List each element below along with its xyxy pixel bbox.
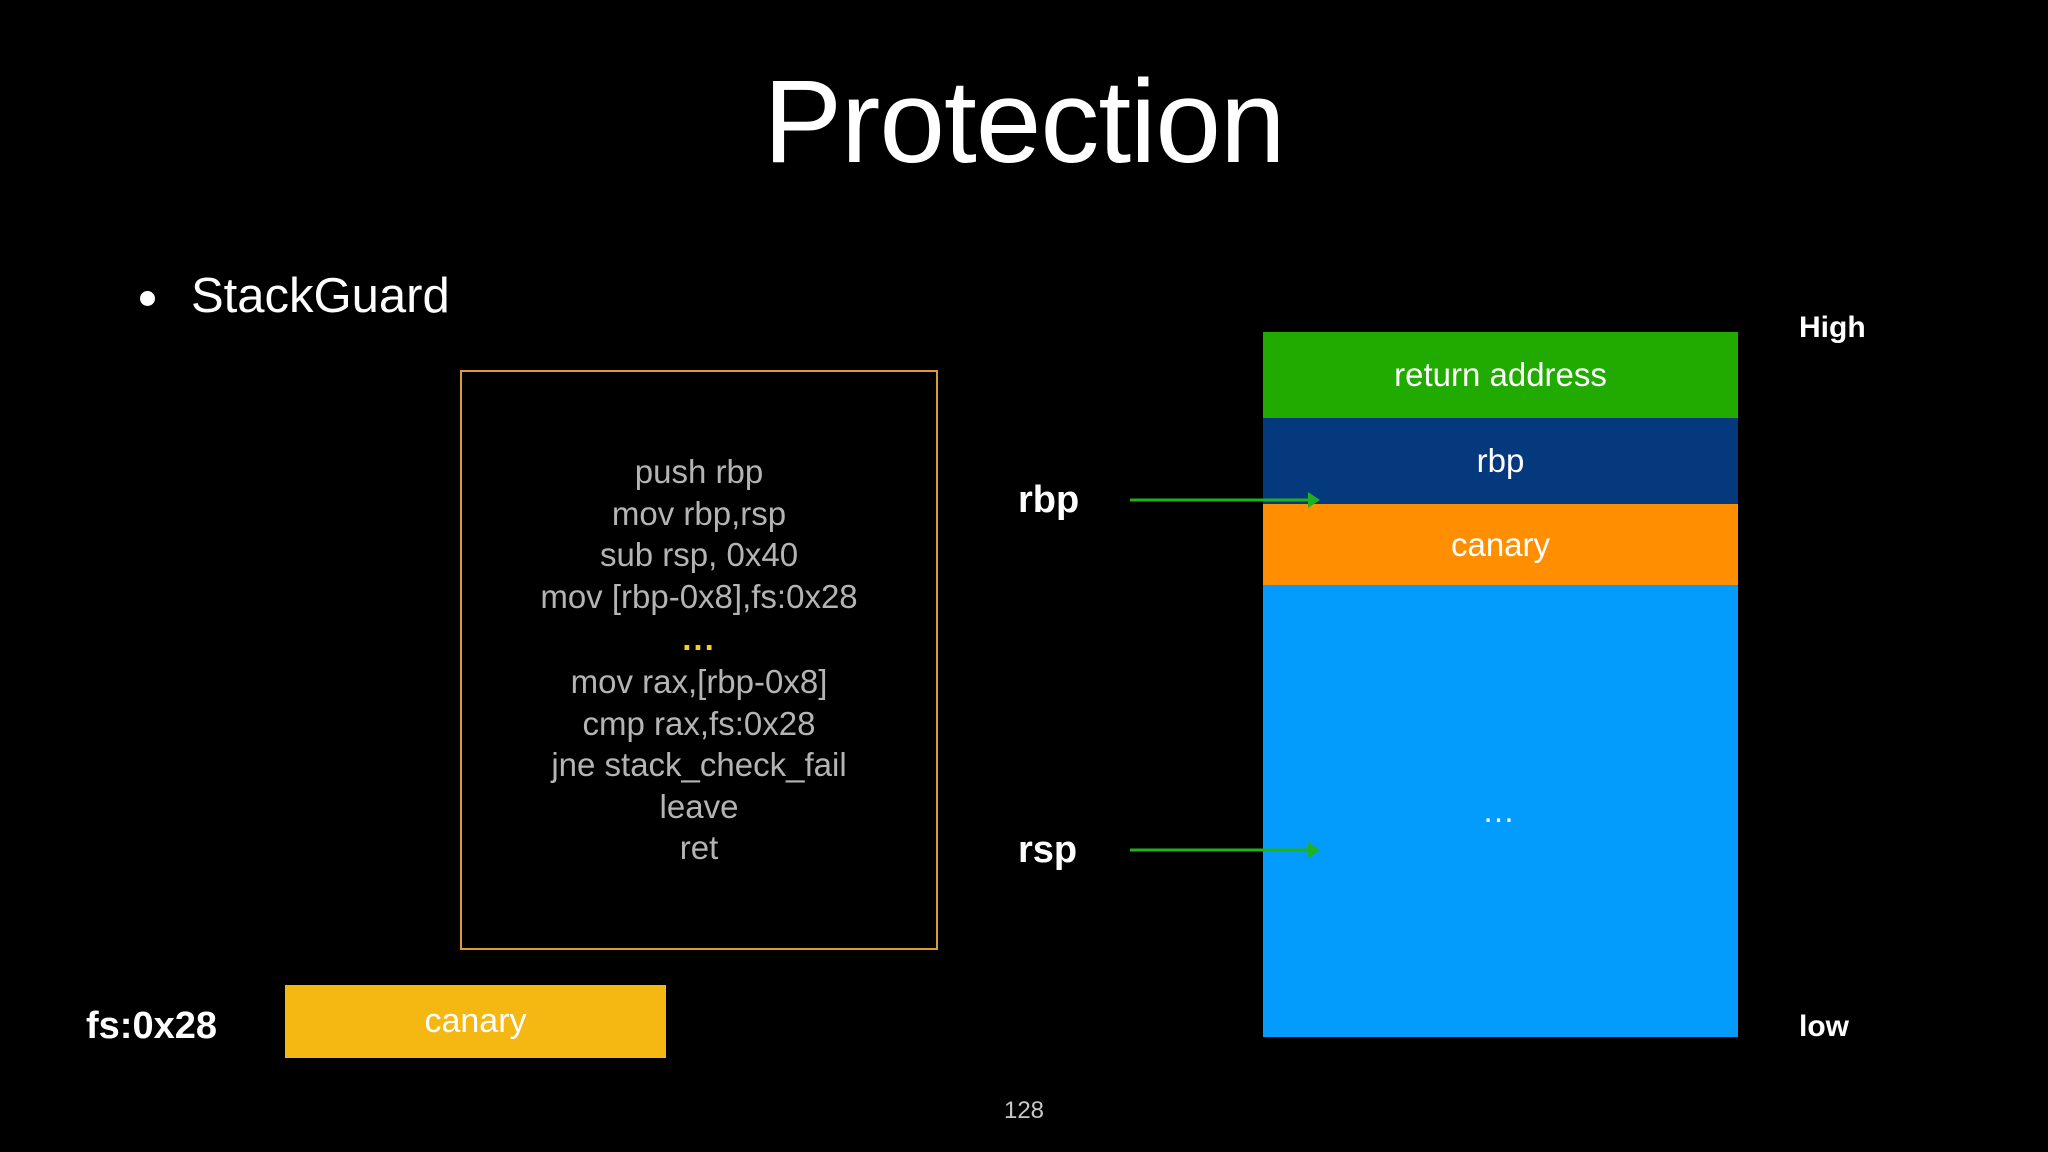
code-ellipsis: ... <box>682 620 716 658</box>
page-title: Protection <box>763 56 1285 188</box>
canary-source-box-label: canary <box>424 1002 527 1040</box>
page-number: 128 <box>1003 1097 1045 1124</box>
assembly-code-listing: push rbp mov rbp,rsp sub rsp, 0x40 mov [… <box>540 451 857 869</box>
pointer-rbp-label: rbp <box>1018 478 1080 521</box>
assembly-code-box: push rbp mov rbp,rsp sub rsp, 0x40 mov [… <box>460 370 938 950</box>
memory-low-label: low <box>1799 1010 1849 1043</box>
stack-cell-return-address: return address <box>1263 332 1738 418</box>
stack-cell-label: return address <box>1394 356 1607 393</box>
stack-cell-canary: canary <box>1263 504 1738 585</box>
stack-cell-label: rbp <box>1476 442 1525 479</box>
code-line: mov [rbp-0x8],fs:0x28 <box>540 577 858 615</box>
code-line: sub rsp, 0x40 <box>599 536 799 574</box>
code-line: cmp rax,fs:0x28 <box>582 704 816 742</box>
stack-cell-label: … <box>1482 792 1519 829</box>
stack-cell-locals: … <box>1263 585 1738 1037</box>
arrow-right-icon <box>1130 842 1320 858</box>
stack-cell-rbp: rbp <box>1263 418 1738 504</box>
pointer-rsp: rsp <box>1018 828 1320 871</box>
code-line: mov rax,[rbp-0x8] <box>570 663 828 701</box>
pointer-rsp-label: rsp <box>1018 828 1078 871</box>
code-line: mov rbp,rsp <box>611 494 787 532</box>
canary-source-box: canary <box>285 985 666 1058</box>
code-line: push rbp <box>634 453 764 491</box>
bullet-item-label: StackGuard <box>191 269 450 323</box>
code-line: ret <box>679 829 719 867</box>
pointer-rbp: rbp <box>1018 478 1320 521</box>
stack-cell-label: canary <box>1450 525 1551 563</box>
code-line: jne stack_check_fail <box>551 746 847 784</box>
bullet-item-stackguard: StackGuard <box>140 268 450 324</box>
arrow-right-icon <box>1130 492 1320 508</box>
canary-source-address-label: fs:0x28 <box>86 1005 217 1047</box>
memory-high-label: High <box>1799 311 1866 344</box>
code-line: leave <box>659 787 739 825</box>
bullet-dot-icon <box>140 290 155 306</box>
stack-diagram: return address rbp canary … <box>1263 332 1738 1037</box>
